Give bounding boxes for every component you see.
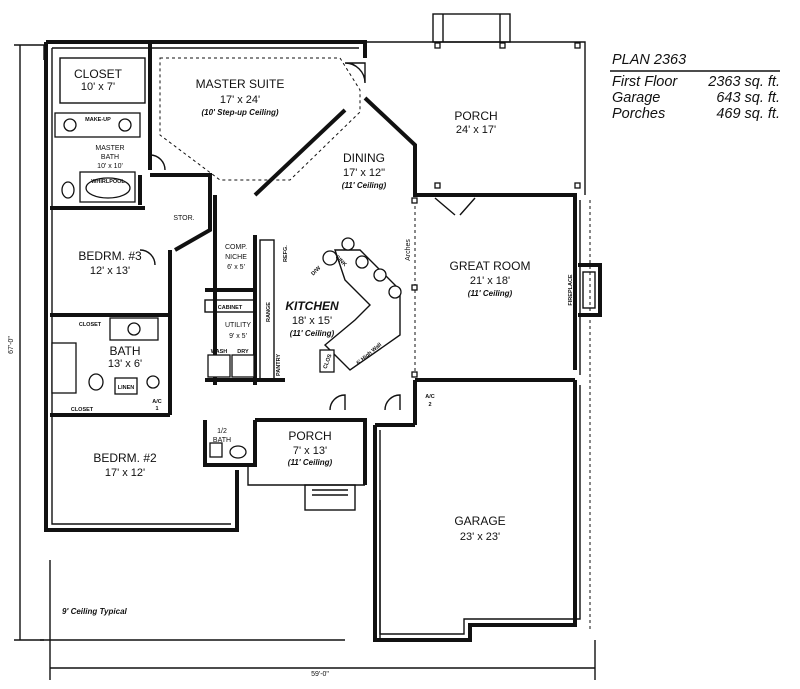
area-value-2: 643 sq. ft. [716,90,780,106]
dw-label: D/W [310,265,322,277]
comp-niche-name: COMP. [225,244,247,251]
rear-porch-outline [365,13,586,195]
dining-note: (11' Ceiling) [342,181,387,190]
arches-label: Arches [405,239,412,261]
great-room-note: (11' Ceiling) [468,289,513,298]
closet-bath-label: CLOSET [79,322,102,328]
ac2-label-b: 2 [428,402,431,408]
half-bath-name2: BATH [213,437,231,444]
master-suite-size: 17' x 24' [220,94,260,106]
refg-label: REFG. [283,245,289,262]
make-up-label: MAKE-UP [85,117,111,123]
dining-name: DINING [343,151,385,165]
utility-size: 9' x 5' [229,333,247,340]
utility-name: UTILITY [225,322,251,329]
front-porch-steps [247,465,365,511]
plan-info-block: PLAN 2363 First Floor 2363 sq. ft. Garag… [610,52,780,122]
ceiling-note: 9' Ceiling Typical [62,607,128,616]
front-porch-note: (11' Ceiling) [288,458,333,467]
front-porch-name: PORCH [288,429,331,443]
bedroom3-name: BEDRM. #3 [78,249,142,263]
wash-label: WASH [211,349,228,355]
range-label: RANGE [266,302,272,322]
fixtures [51,57,275,459]
closet-master-size: 10' x 7' [81,81,115,93]
bedroom2-name: BEDRM. #2 [93,451,157,465]
depth-dimension: 67'-0" [8,336,15,354]
dimension-lines [14,44,596,680]
high-wall-label: 6' High Wall [356,342,384,367]
ac2-label-a: A/C [425,394,435,400]
bath-name: BATH [109,344,140,358]
master-bath-size: 10' x 10' [97,163,123,170]
garage-outline [379,200,591,640]
master-bath-name2: BATH [101,154,119,161]
plan-title: PLAN 2363 [612,52,686,68]
comp-niche-name2: NICHE [225,254,247,261]
bedroom3-size: 12' x 13' [90,265,130,277]
garage-name: GARAGE [454,514,505,528]
master-suite-name: MASTER SUITE [196,77,285,91]
ac1-label-a: A/C [152,399,162,405]
fireplace-label: FIREPLACE [568,274,574,306]
linen-label: LINEN [118,385,135,391]
kitchen-note: (11' Ceiling) [290,329,335,338]
kitchen-island [319,237,402,373]
rear-porch-name: PORCH [454,109,497,123]
pantry-label: PANTRY [276,354,282,376]
bedroom2-size: 17' x 12' [105,467,145,479]
half-bath-name: 1/2 [217,428,227,435]
stor-label: STOR. [173,215,194,222]
garage-size: 23' x 23' [460,531,500,543]
comp-niche-size: 6' x 5' [227,264,245,271]
area-label-2: Garage [612,90,660,106]
kitchen-name: KITCHEN [285,299,339,313]
area-value-1: 2363 sq. ft. [707,74,780,90]
master-suite-note: (10' Step-up Ceiling) [201,108,278,117]
front-porch-size: 7' x 13' [293,445,327,457]
doors [139,62,476,411]
bath-size: 13' x 6' [108,358,142,370]
step-up-ceiling-outline [159,57,361,181]
rear-porch-size: 24' x 17' [456,124,496,136]
dry-label: DRY [237,349,249,355]
width-dimension: 59'-0" [311,671,329,678]
closet-master-name: CLOSET [74,67,123,81]
area-label-3: Porches [612,106,665,122]
room-labels: CLOSET 10' x 7' MASTER SUITE 17' x 24' (… [8,67,574,678]
area-value-3: 469 sq. ft. [716,106,780,122]
area-label-1: First Floor [612,74,678,90]
closet-bed2-label: CLOSET [71,407,94,413]
whirlpool-label: WHIRLPOOL [91,179,125,185]
cabinet-label: CABINET [218,305,243,311]
great-room-size: 21' x 18' [470,275,510,287]
great-room-name: GREAT ROOM [450,259,531,273]
master-bath-name: MASTER [95,145,124,152]
clos-label: CLOS [323,353,334,370]
kitchen-size: 18' x 15' [292,315,332,327]
ac1-label-b: 1 [155,406,158,412]
dining-size: 17' x 12" [343,167,385,179]
